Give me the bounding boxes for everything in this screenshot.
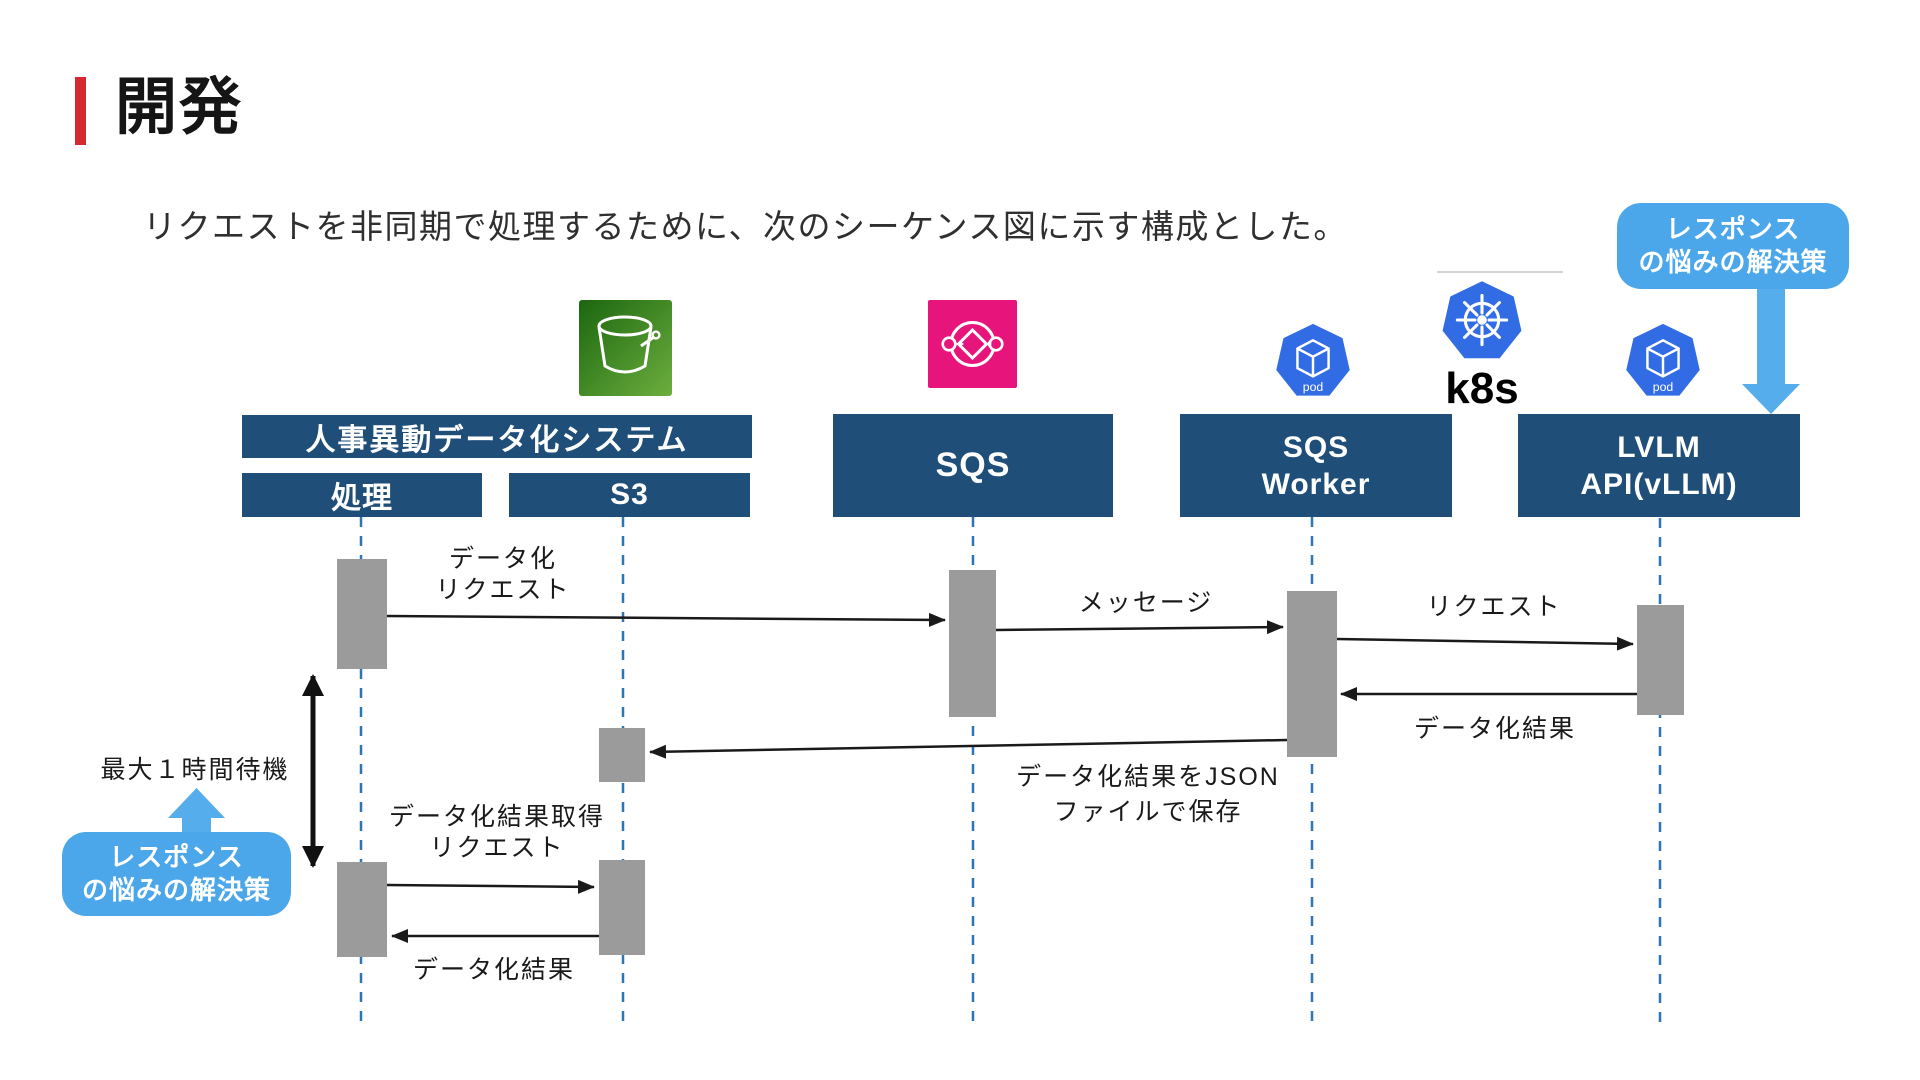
page-title: 開発 — [115, 73, 244, 142]
message-queue-message-label: メッセージ — [1079, 588, 1214, 619]
activation-sqs — [949, 570, 996, 717]
max-wait-text: 最大１時間待機 — [100, 756, 290, 784]
participant-sqs-worker-line2: Worker — [1261, 467, 1371, 501]
participant-lvlm-header: LVLM API(vLLM) — [1518, 414, 1800, 517]
k8s-label: k8s — [1445, 364, 1519, 413]
message-data-request-line1: データ化 — [448, 545, 558, 573]
pod-icon-lvlm: pod — [1621, 319, 1705, 401]
message-result-to-process-label: データ化結果 — [413, 955, 575, 986]
message-save-json-line1: データ化結果をJSON — [1016, 763, 1280, 791]
message-save-json-line2: ファイルで保存 — [1053, 798, 1243, 826]
pod-icon-sqs-worker: pod — [1272, 317, 1354, 403]
s3-bucket-icon — [579, 300, 672, 396]
message-result-to-worker-text: データ化結果 — [1413, 715, 1577, 743]
participant-system-header: 人事異動データ化システム — [242, 415, 752, 458]
activation-bars — [337, 559, 1684, 957]
participant-sqs-worker-header: SQS Worker — [1180, 414, 1452, 517]
activation-s3-save — [599, 728, 645, 782]
message-fetch-request-label: データ化結果取得 リクエスト — [389, 802, 605, 864]
message-data-request-line2: リクエスト — [435, 576, 571, 604]
message-fetch-request-line1: データ化結果取得 — [388, 803, 606, 831]
activation-process-1 — [337, 559, 387, 669]
callout-bottom-up-arrow — [168, 788, 225, 833]
participant-process-header: 処理 — [242, 473, 482, 517]
pod-icon-label: pod — [1653, 380, 1674, 394]
message-data-request-label: データ化 リクエスト — [435, 544, 570, 606]
message-save-json-label: データ化結果をJSON ファイルで保存 — [1016, 760, 1280, 830]
activation-sqs-worker — [1287, 591, 1337, 757]
participant-sqs-label: SQS — [935, 446, 1011, 484]
callout-top-down-arrow — [1742, 287, 1800, 414]
callout-arrows — [168, 287, 1800, 833]
activation-lvlm — [1637, 605, 1684, 715]
arrow-fetch-request — [386, 879, 595, 894]
participant-system-label: 人事異動データ化システム — [305, 423, 689, 457]
message-request-text: リクエスト — [1426, 593, 1562, 621]
callout-bottom-left-line1: レスポンス — [109, 842, 244, 872]
participant-s3-label: S3 — [610, 478, 649, 511]
participant-lvlm-line1: LVLM — [1617, 430, 1701, 464]
callout-top-right-line1: レスポンス — [1665, 214, 1801, 244]
participant-process-label: 処理 — [331, 482, 393, 515]
title-accent-bar — [75, 77, 86, 145]
arrow-queue-message — [995, 620, 1284, 635]
participant-sqs-worker-line1: SQS — [1282, 430, 1350, 464]
kubernetes-icon — [1438, 274, 1526, 366]
message-arrows — [386, 612, 1637, 943]
callout-top-right: レスポンス の悩みの解決策 — [1617, 203, 1849, 289]
arrow-request — [1336, 636, 1634, 651]
activation-process-2 — [337, 862, 387, 957]
subtitle: リクエストを非同期で処理するために、次のシーケンス図に示す構成とした。 — [143, 208, 1348, 245]
message-result-to-process-text: データ化結果 — [412, 956, 576, 984]
sqs-icon — [928, 300, 1017, 388]
max-wait-label: 最大１時間待機 — [100, 755, 289, 786]
message-queue-message-text: メッセージ — [1078, 589, 1214, 617]
callout-bottom-left: レスポンス の悩みの解決策 — [62, 832, 291, 916]
message-fetch-request-line2: リクエスト — [429, 834, 565, 862]
callout-bottom-left-line2: の悩みの解決策 — [81, 875, 271, 905]
arrow-save-json — [649, 738, 1288, 759]
message-request-label: リクエスト — [1426, 592, 1561, 623]
participant-s3-header: S3 — [509, 473, 750, 517]
activation-s3-fetch — [599, 860, 645, 955]
pod-icon-label: pod — [1303, 380, 1324, 394]
callout-top-right-line2: の悩みの解決策 — [1638, 247, 1828, 277]
message-result-to-worker-label: データ化結果 — [1414, 714, 1576, 745]
arrow-data-request — [386, 612, 946, 627]
participant-lvlm-line2: API(vLLM) — [1580, 467, 1738, 501]
participant-sqs-header: SQS — [833, 414, 1113, 517]
